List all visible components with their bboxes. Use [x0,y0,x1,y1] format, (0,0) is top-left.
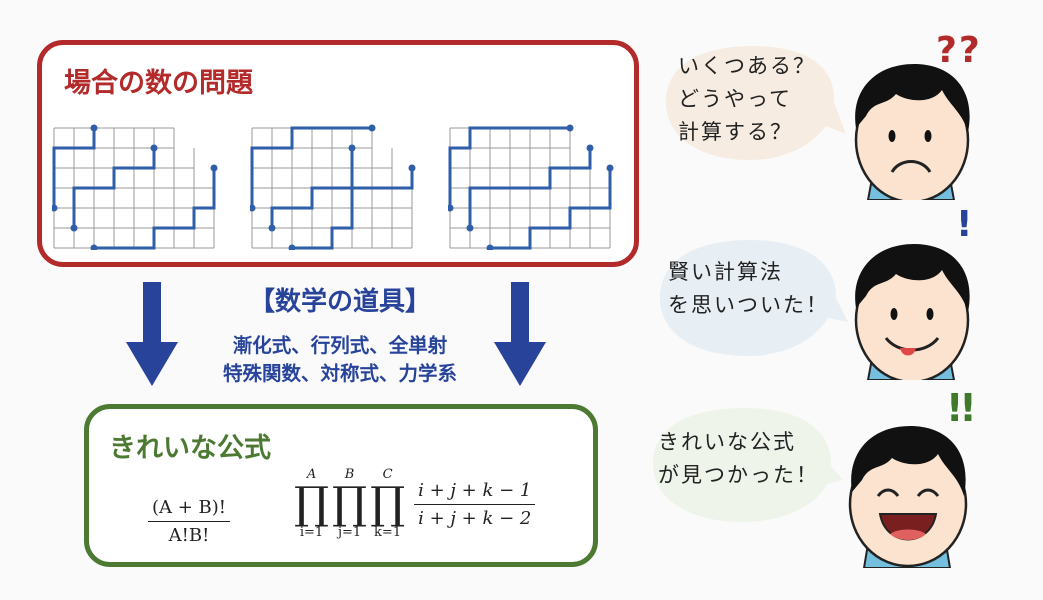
path-endpoint [368,124,376,132]
product-symbol: ∏ [332,478,368,529]
path-endpoint [288,244,296,250]
idea-face-illustration [854,244,970,380]
path-endpoint [268,224,276,232]
formula-title: きれいな公式 [109,433,271,464]
path-endpoint [566,124,574,132]
down-arrow-right [494,282,546,386]
path-endpoint [52,204,58,212]
exclamation-mark: ! [956,204,973,245]
path-endpoint [70,224,78,232]
product-j: B ∏ j=1 [332,467,367,541]
path-endpoint [250,204,256,212]
double-exclamation-marks: !! [946,386,977,430]
lattice-path [448,126,570,208]
lattice-path [72,148,156,228]
lattice-path [250,126,372,208]
path-endpoint [150,144,158,152]
product-fraction: i + j + k − 1 i + j + k − 2 [414,480,536,529]
path-endpoint [448,204,454,212]
bubble-2-text: 賢い計算法 を思いついた！ [668,256,829,322]
path-endpoint [348,144,356,152]
problem-title: 場合の数の問題 [64,68,253,99]
bubble-3-line-1: きれいな公式 [658,430,796,454]
binomial-numerator: (A + B)! [147,497,231,522]
product-i: A ∏ i=1 [294,467,329,541]
bubble-1-text: いくつある？ どうやって 計算する？ [678,50,816,149]
down-arrow-left [126,282,178,386]
path-endpoint [486,244,494,250]
product-k: C ∏ k=1 [370,467,405,541]
product-k-upper: C [382,467,393,482]
path-endpoint [408,164,416,172]
lattice-grid-3 [448,124,614,250]
macmahon-formula: A ∏ i=1 B ∏ j=1 C ∏ k=1 i + j + k − 1 i … [294,467,536,541]
lattice-path [490,168,612,250]
path-endpoint [90,244,98,250]
tools-line-1: 漸化式、行列式、全単射 [232,334,448,357]
bubble-1-line-2: どうやって [678,87,792,111]
confused-face-illustration [854,64,970,200]
bubble-3-text: きれいな公式 が見つかった！ [658,426,819,492]
formula-box: きれいな公式 (A + B)! A!B! A ∏ i=1 B ∏ j=1 C ∏… [84,404,598,567]
lattice-path [94,168,216,250]
product-j-upper: B [344,467,355,482]
bubble-3-line-2: が見つかった！ [658,463,819,487]
product-symbol: ∏ [294,478,330,529]
lattice-path [468,148,592,228]
binomial-denominator: A!B! [168,525,210,546]
lattice-path [292,168,414,250]
path-endpoint [586,144,594,152]
tools-line-2: 特殊関数、対称式、力学系 [222,362,457,385]
product-j-lower: j=1 [337,525,362,540]
lattice-grid-2 [250,124,416,250]
path-endpoint [90,124,98,132]
path-endpoint [210,164,218,172]
speech-bubble-1 [666,46,846,160]
product-i-lower: i=1 [299,525,324,540]
product-k-lower: k=1 [374,525,402,540]
bubble-2-line-2: を思いついた！ [668,293,829,317]
speech-bubble-3 [653,408,843,522]
question-marks: ?? [936,30,982,71]
lattice-path [270,148,354,228]
lattice-path [52,128,96,208]
bubble-2-line-1: 賢い計算法 [668,260,783,284]
product-i-upper: A [306,467,317,482]
product-symbol: ∏ [370,478,406,529]
path-endpoint [466,224,474,232]
tools-heading: 【数学の道具】 [248,287,431,317]
product-denominator: i + j + k − 2 [418,507,532,529]
happy-face-illustration [848,426,968,568]
binomial-fraction: (A + B)! A!B! [139,497,239,546]
bubble-1-line-1: いくつある？ [678,54,816,78]
path-endpoint [606,164,614,172]
speech-bubble-2 [660,240,848,356]
bubble-1-line-3: 計算する？ [678,120,793,144]
product-numerator: i + j + k − 1 [414,480,536,505]
lattice-grid-1 [52,124,218,250]
